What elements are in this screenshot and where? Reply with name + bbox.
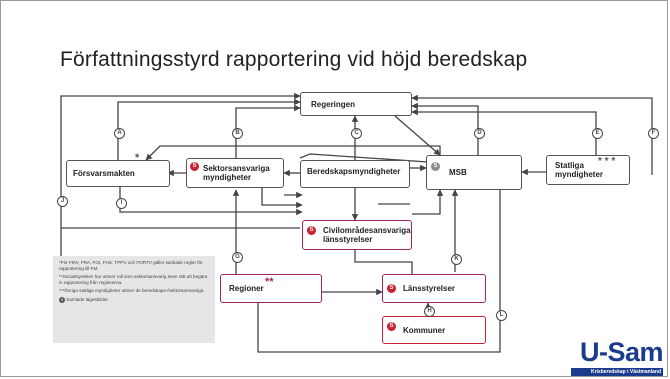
slide-title: Författningsstyrd rapportering vid höjd … — [60, 48, 528, 71]
kommuner-label: Kommuner — [403, 325, 446, 335]
edge-fm-reg — [117, 98, 301, 160]
edge-sektor-reg — [235, 104, 301, 158]
logo-sub: Krisberedskap i Västmanland — [571, 368, 663, 376]
node-msb: MSB — [426, 155, 522, 190]
edge-label-k: K — [451, 254, 462, 265]
regioner-stars: ** — [265, 276, 274, 288]
lansstyrelser-samlad-icon: S — [387, 284, 396, 293]
statliga-label-1: Statliga — [555, 161, 584, 170]
edge-label-l: L — [496, 310, 507, 321]
lansstyrelser-label: Länsstyrelser — [403, 284, 456, 293]
node-lansstyrelser: Länsstyrelser — [382, 274, 486, 303]
edge-reg-msb — [394, 115, 441, 156]
node-civil: Civilområdesansvariga länsstyrelser — [302, 220, 412, 250]
civil-label-2: länsstyrelser — [323, 235, 373, 244]
msb-samlad-icon: S — [431, 162, 440, 171]
statliga-stars: * * * — [598, 156, 616, 167]
edge-outer-left — [60, 92, 301, 318]
legend-row: S Samlade lägesbilder — [59, 296, 209, 303]
msb-label: MSB — [449, 168, 467, 177]
kommuner-samlad-icon: S — [387, 322, 396, 331]
edge-label-e: E — [592, 128, 603, 139]
edge-msb-reg — [411, 102, 479, 155]
edge-label-b: B — [232, 128, 243, 139]
civil-label-1: Civilområdesansvariga — [323, 226, 411, 235]
edge-label-j: J — [57, 196, 68, 207]
beredskap-label: Beredskapsmyndigheter — [307, 167, 401, 176]
edge-label-h: H — [424, 306, 435, 317]
statliga-label-2: myndigheter — [555, 170, 604, 179]
edge-label-c: C — [351, 128, 362, 139]
footnote-3: ***Övriga statliga myndigheter utöver de… — [59, 288, 205, 294]
regeringen-label: Regeringen — [311, 99, 356, 109]
edge-mid-loop — [299, 153, 429, 163]
node-beredskap: Beredskapsmyndigheter — [300, 160, 410, 188]
edge-fm-down — [119, 187, 303, 216]
edge-label-i: I — [116, 198, 127, 209]
edge-label-f: F — [648, 128, 659, 139]
footnote-1: *För FMV, FRA, FOI, FHS, TPPV och FORTV … — [59, 260, 203, 271]
regioner-label: Regioner — [229, 284, 264, 293]
node-regioner: Regioner — [220, 274, 322, 303]
edge-statliga-reg — [411, 108, 597, 155]
sektor-label-1: Sektorsansvariga — [203, 164, 270, 173]
node-kommuner: Kommuner — [382, 316, 486, 344]
node-forsvarsmakten: Försvarsmakten — [66, 160, 170, 187]
legend-samlad-icon: S — [59, 296, 65, 303]
forsvarsmakten-star: * — [135, 152, 140, 164]
footnote-2: **Socialstyrelsen har utöver roll som se… — [59, 274, 208, 285]
civil-samlad-icon: S — [307, 226, 316, 235]
legend-label: Samlade lägesbilder — [66, 297, 108, 303]
sektor-samlad-icon: S — [190, 162, 199, 171]
edge-top-loop — [145, 145, 441, 161]
footnotes-panel: *För FMV, FRA, FOI, FHS, TPPV och FORTV … — [53, 256, 215, 343]
edge-label-d: D — [474, 128, 485, 139]
node-sektor: Sektorsansvariga myndigheter — [186, 158, 284, 188]
edge-civ-msb — [412, 189, 444, 215]
node-regeringen: Regeringen — [300, 92, 412, 116]
sektor-label-2: myndigheter — [203, 173, 252, 182]
logo-main: U-Sam — [579, 337, 664, 367]
usam-logo: U-Sam Krisberedskap i Västmanland — [565, 337, 665, 377]
edge-sektor-down — [261, 188, 303, 209]
edge-label-a: A — [114, 128, 125, 139]
edge-outer-right — [411, 94, 653, 175]
edge-label-g: G — [232, 252, 243, 263]
node-statliga: Statliga myndigheter — [546, 155, 630, 185]
forsvarsmakten-label: Försvarsmakten — [73, 169, 135, 178]
